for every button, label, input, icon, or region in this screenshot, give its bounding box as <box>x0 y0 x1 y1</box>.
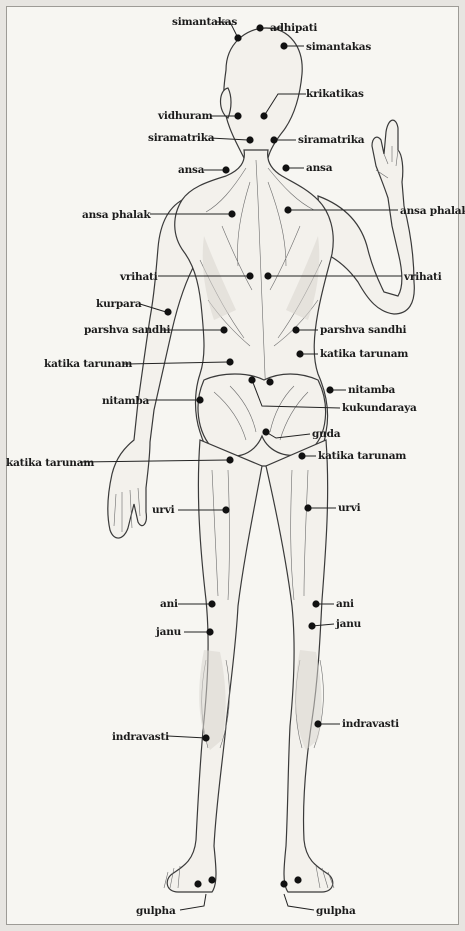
dot-vrihati-right <box>264 272 271 279</box>
dot-janu-left <box>206 628 213 635</box>
dot-urvi-left <box>222 506 229 513</box>
dot-simantakas-left <box>234 34 241 41</box>
dot-katika-tarunam-upper-right <box>296 350 303 357</box>
label-vrihati-left: vrihati <box>119 271 158 283</box>
dot-indravasti-left <box>202 734 209 741</box>
label-guda: guda <box>312 428 341 440</box>
dot-katika-tarunam-lower-left <box>226 456 233 463</box>
dot-katika-tarunam-upper-left <box>226 358 233 365</box>
dot-kurpara <box>164 308 171 315</box>
dot-ansa-right <box>282 164 289 171</box>
label-ani-left: ani <box>160 598 178 610</box>
dot-ansa-phalak-right <box>284 206 291 213</box>
label-parshva-sandhi-left: parshva sandhi <box>84 324 171 336</box>
head <box>224 28 302 158</box>
dot-katika-tarunam-lower-right <box>298 452 305 459</box>
label-janu-left: janu <box>155 626 182 638</box>
dot-ansa-left <box>222 166 229 173</box>
label-ansa-phalak-left: ansa phalak <box>82 209 151 221</box>
label-siramatrika-left: siramatrika <box>148 132 215 144</box>
dot-parshva-sandhi-right <box>292 326 299 333</box>
label-ani-right: ani <box>336 598 354 610</box>
ear <box>221 88 232 118</box>
label-krikatikas: krikatikas <box>306 88 364 100</box>
right-arm-raised <box>318 120 414 314</box>
dot-ani-right <box>312 600 319 607</box>
dot-gulpha-right-inner <box>280 880 287 887</box>
dot-kukundaraya-right <box>266 378 273 385</box>
label-kukundaraya: kukundaraya <box>342 402 417 414</box>
label-katika-tarunam-lower-left: katika tarunam <box>6 457 94 469</box>
dot-kukundaraya-left <box>248 376 255 383</box>
label-ansa-left: ansa <box>178 164 205 176</box>
label-indravasti-left: indravasti <box>112 731 169 743</box>
dot-gulpha-right-outer <box>294 876 301 883</box>
dot-vidhuram <box>234 112 241 119</box>
dot-urvi-right <box>304 504 311 511</box>
dot-indravasti-right <box>314 720 321 727</box>
dot-adhipati <box>256 24 263 31</box>
dot-ansa-phalak-left <box>228 210 235 217</box>
label-urvi-right: urvi <box>338 502 361 514</box>
dot-guda <box>262 428 269 435</box>
label-indravasti-right: indravasti <box>342 718 399 730</box>
label-nitamba-left: nitamba <box>102 395 150 407</box>
dot-vrihati-left <box>246 272 253 279</box>
label-kurpara: kurpara <box>96 298 142 310</box>
dot-nitamba-right <box>326 386 333 393</box>
label-siramatrika-right: siramatrika <box>298 134 365 146</box>
dot-parshva-sandhi-left <box>220 326 227 333</box>
leader-indravasti-left <box>168 736 206 738</box>
leader-gulpha-left <box>180 894 206 910</box>
dot-ani-left <box>208 600 215 607</box>
dot-simantakas-right <box>280 42 287 49</box>
dot-krikatikas <box>260 112 267 119</box>
label-ansa-right: ansa <box>306 162 333 174</box>
label-parshva-sandhi-right: parshva sandhi <box>320 324 407 336</box>
label-katika-tarunam-lower-right: katika tarunam <box>318 450 406 462</box>
label-janu-right: janu <box>335 618 362 630</box>
dot-siramatrika-right <box>270 136 277 143</box>
label-katika-tarunam-upper-right: katika tarunam <box>320 348 408 360</box>
dot-siramatrika-left <box>246 136 253 143</box>
label-nitamba-right: nitamba <box>348 384 396 396</box>
label-simantakas-left: simantakas <box>172 16 237 28</box>
label-vidhuram: vidhuram <box>157 110 213 122</box>
label-adhipati: adhipati <box>270 22 317 34</box>
dot-janu-right <box>308 622 315 629</box>
label-katika-tarunam-upper-left: katika tarunam <box>44 358 132 370</box>
label-simantakas-right: simantakas <box>306 41 371 53</box>
label-vrihati-right: vrihati <box>403 271 442 283</box>
dot-nitamba-left <box>196 396 203 403</box>
label-gulpha-left: gulpha <box>136 905 176 917</box>
label-ansa-phalak-right: ansa phalak <box>400 205 465 217</box>
leader-gulpha-right <box>284 894 314 910</box>
label-urvi-left: urvi <box>152 504 175 516</box>
dot-gulpha-left-outer <box>194 880 201 887</box>
dot-gulpha-left-inner <box>208 876 215 883</box>
label-gulpha-right: gulpha <box>316 905 356 917</box>
